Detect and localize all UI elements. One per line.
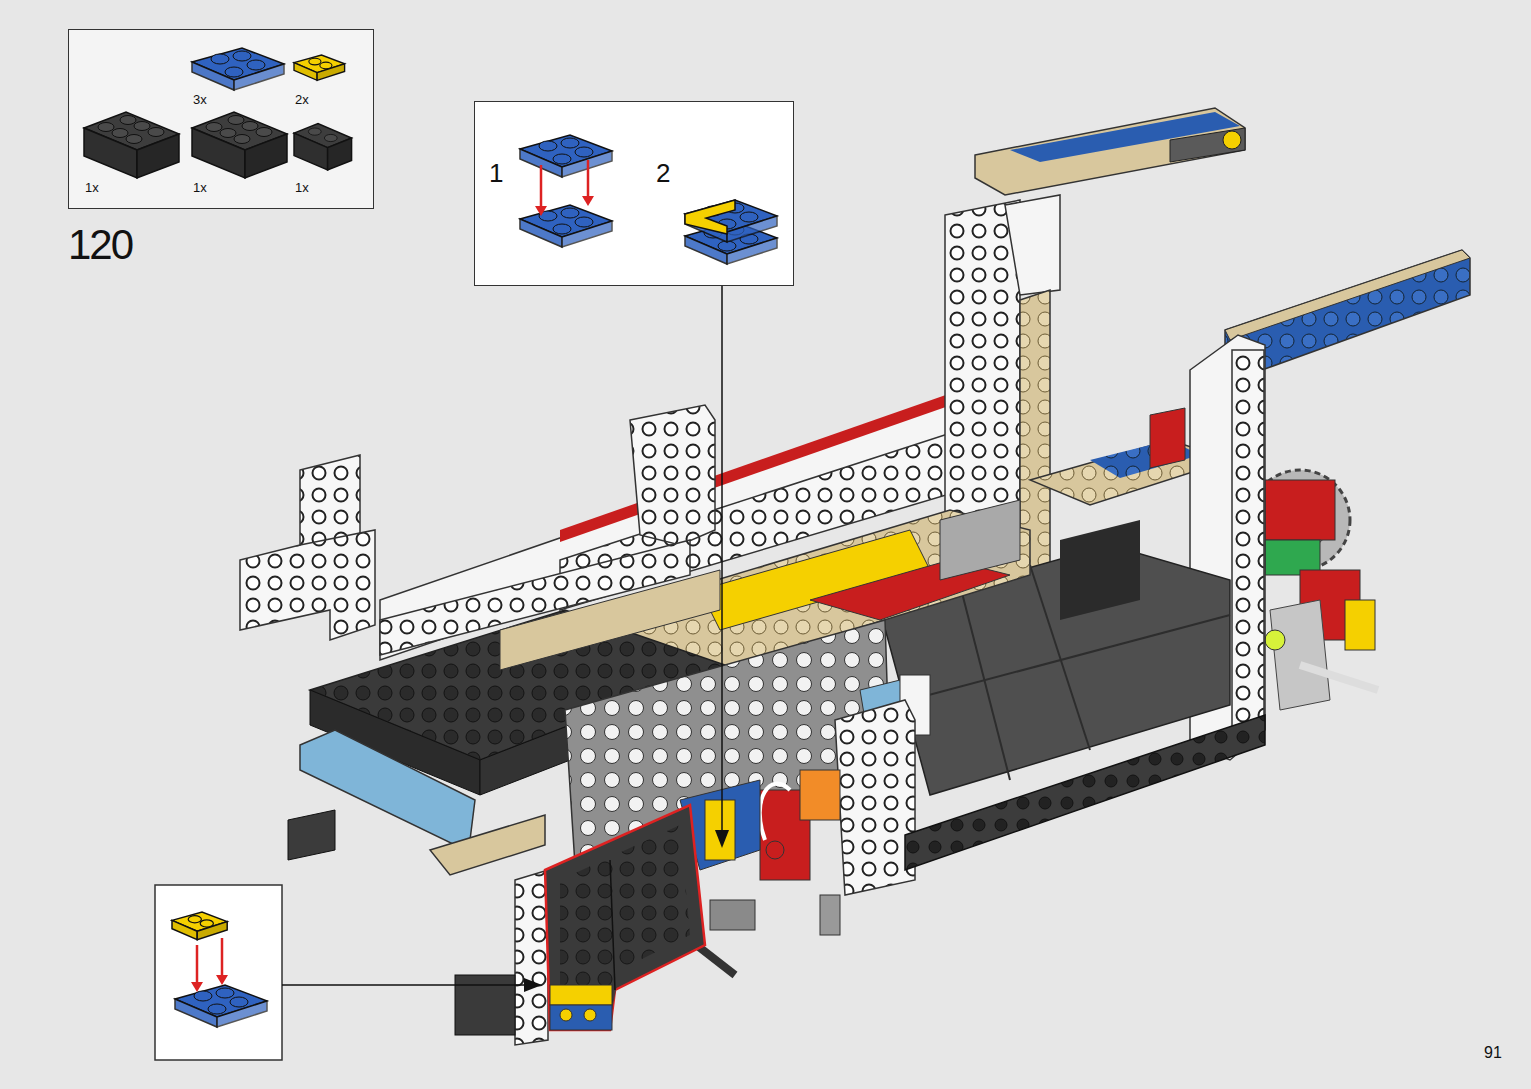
part-quantity: 2x	[295, 93, 309, 106]
subassembly-callout-box: 12	[474, 101, 794, 286]
sub-step-number: 1	[489, 160, 503, 186]
sub-step-number: 2	[656, 160, 670, 186]
parts-list-box: 3x 2x 1x 1x 1x	[68, 29, 374, 209]
part-quantity: 1x	[193, 181, 207, 194]
step-number: 120	[68, 224, 132, 266]
part-quantity: 1x	[295, 181, 309, 194]
part-quantity: 3x	[193, 93, 207, 106]
part-quantity: 1x	[85, 181, 99, 194]
page-number: 91	[1484, 1045, 1502, 1061]
